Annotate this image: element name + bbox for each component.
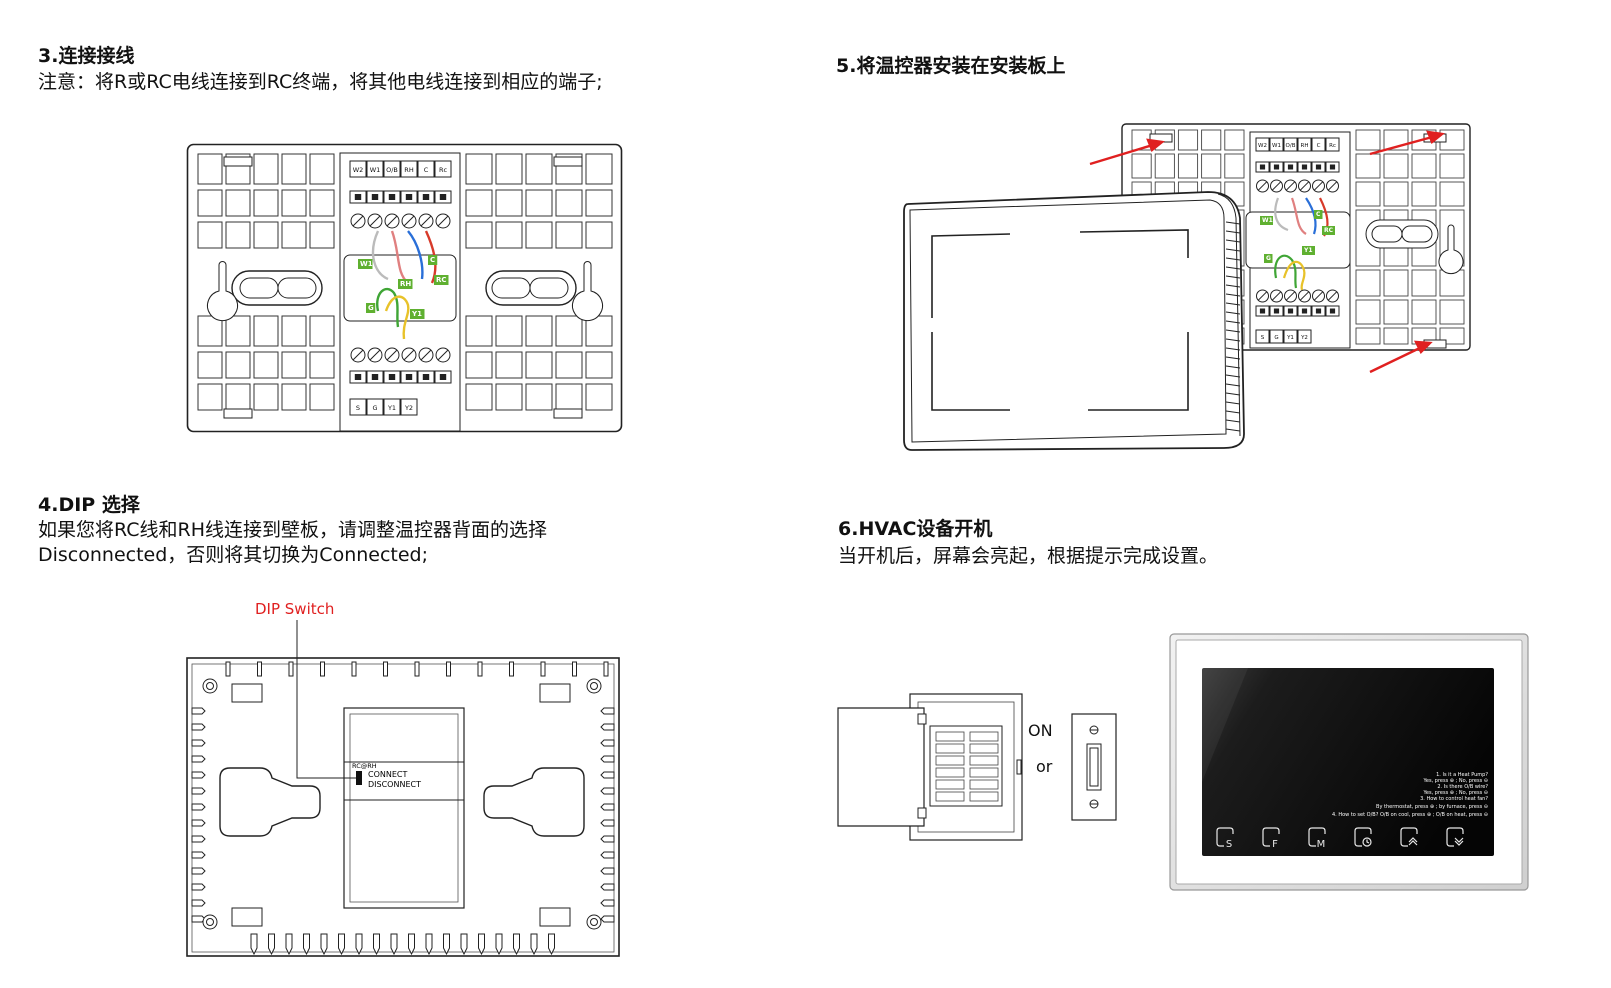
svg-text:C: C <box>424 166 429 174</box>
or-label: or <box>1036 757 1053 776</box>
svg-text:C: C <box>1317 143 1321 149</box>
side-ribs <box>1225 221 1241 432</box>
svg-text:F: F <box>1272 839 1278 850</box>
mount-arrows <box>1089 130 1445 374</box>
svg-text:W1: W1 <box>360 260 373 268</box>
svg-text:Y1: Y1 <box>1303 247 1313 254</box>
svg-text:W1: W1 <box>1262 217 1273 224</box>
side-pegs <box>191 707 615 923</box>
screw-holes <box>202 678 602 930</box>
svg-text:S: S <box>1261 335 1265 341</box>
svg-text:RH: RH <box>400 280 411 288</box>
mount-bottom-labels: S G Y1 Y2 <box>1255 329 1312 344</box>
top-terminal-blocks <box>349 190 452 204</box>
bottom-pegs <box>250 933 555 956</box>
svg-text:3. How to control heat fan?: 3. How to control heat fan? <box>1420 796 1488 802</box>
svg-text:W1: W1 <box>1272 143 1281 149</box>
bottom-terminal-blocks <box>349 370 452 384</box>
section-4-text-line2: Disconnected，否则将其切换为Connected; <box>38 544 429 566</box>
thermostat-device: 1. Is it a Heat Pump?Yes, press ⊕ ; No, … <box>1169 633 1529 891</box>
svg-text:RH: RH <box>404 166 414 174</box>
svg-text:Y1: Y1 <box>387 404 396 412</box>
power-diagram: ON or <box>837 693 1117 841</box>
svg-text:RC: RC <box>436 276 447 284</box>
mount-top-labels: W2 W1 O/B RH C Rc <box>1255 137 1340 152</box>
mount-bottom-screws <box>1256 289 1339 303</box>
svg-text:RC: RC <box>1324 227 1334 234</box>
svg-text:C: C <box>430 256 435 264</box>
dip-header: RC@RH <box>352 762 377 770</box>
dip-disconnect-label: DISCONNECT <box>368 780 421 789</box>
breakers <box>935 731 999 802</box>
mount-top-blocks <box>1255 161 1340 173</box>
dip-connect-label: CONNECT <box>368 770 407 779</box>
svg-text:4. How to set O/B? O/B on coo: 4. How to set O/B? O/B on cool, press ⊕ … <box>1332 812 1488 818</box>
svg-text:RH: RH <box>1301 143 1309 149</box>
top-terminal-labels: W2 W1 O/B RH C Rc <box>349 160 452 178</box>
mount-bottom-blocks <box>1255 305 1340 317</box>
top-pegs <box>225 661 609 677</box>
top-terminal-screws <box>350 213 451 229</box>
svg-text:Yes, press ⊕ ; No, press ⊖: Yes, press ⊕ ; No, press ⊖ <box>1423 790 1488 796</box>
section-4-title: 4.DIP 选择 <box>38 494 140 516</box>
svg-text:S: S <box>356 404 360 412</box>
svg-text:G: G <box>1274 335 1278 341</box>
svg-text:Rc: Rc <box>1329 143 1336 149</box>
section-6-text: 当开机后，屏幕会亮起，根据提示完成设置。 <box>838 545 1219 567</box>
svg-text:Y1: Y1 <box>411 310 422 318</box>
svg-text:G: G <box>368 304 374 312</box>
svg-text:W1: W1 <box>370 166 381 174</box>
svg-text:Yes, press ⊕ ; No, press ⊖: Yes, press ⊕ ; No, press ⊖ <box>1423 778 1488 784</box>
svg-text:Rc: Rc <box>439 166 448 174</box>
front-display-corners <box>931 229 1189 411</box>
bottom-terminal-labels: S G Y1 Y2 <box>349 398 418 416</box>
mount-wire-tags: W1 C RC G Y1 <box>1260 210 1335 263</box>
svg-text:O/B: O/B <box>386 166 398 174</box>
svg-text:G: G <box>372 404 377 412</box>
svg-text:Y1: Y1 <box>1286 335 1294 341</box>
right-grid <box>465 153 613 411</box>
screen-glass <box>1202 668 1494 856</box>
svg-text:By thermostat, press ⊕ ; by fu: By thermostat, press ⊕ ; by furnace, pre… <box>1376 804 1488 810</box>
svg-text:G: G <box>1266 255 1271 262</box>
section-5-title: 5.将温控器安装在安装板上 <box>836 55 1066 77</box>
dip-switch-label: DIP Switch <box>255 600 334 618</box>
svg-text:Y2: Y2 <box>404 404 413 412</box>
section-4-text-line1: 如果您将RC线和RH线连接到壁板，请调整温控器背面的选择 <box>38 519 548 541</box>
section-3-title: 3.连接接线 <box>38 45 135 67</box>
section-6-title: 6.HVAC设备开机 <box>838 518 993 540</box>
svg-text:S: S <box>1226 839 1232 850</box>
section-3-note: 注意：将R或RC电线连接到RC终端，将其他电线连接到相应的端子; <box>38 71 603 93</box>
svg-text:O/B: O/B <box>1286 143 1296 149</box>
screen-prompt-text: 1. Is it a Heat Pump?Yes, press ⊕ ; No, … <box>1332 772 1488 818</box>
svg-text:2. Is there O/B wire?: 2. Is there O/B wire? <box>1437 784 1488 790</box>
svg-text:C: C <box>1316 211 1321 218</box>
bottom-terminal-screws <box>350 347 451 363</box>
dip-diagram: DIP Switch RC@RH CONNECT DISCONNECT <box>186 600 620 957</box>
on-label: ON <box>1028 721 1053 740</box>
svg-text:Y2: Y2 <box>1300 335 1308 341</box>
svg-text:1. Is it a Heat Pump?: 1. Is it a Heat Pump? <box>1436 772 1488 778</box>
mount-top-screws <box>1256 179 1339 193</box>
svg-text:W2: W2 <box>353 166 364 174</box>
svg-text:M: M <box>1317 839 1326 850</box>
svg-text:W2: W2 <box>1258 143 1267 149</box>
